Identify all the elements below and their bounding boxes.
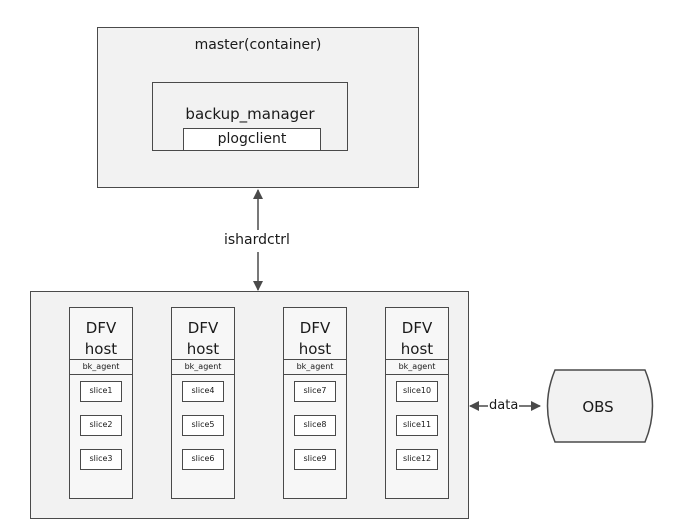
bk-agent-label: bk_agent	[398, 362, 436, 371]
slice-box: slice2	[80, 415, 122, 436]
host-title: DFV host	[84, 319, 118, 358]
slice-box: slice9	[294, 449, 336, 470]
slice-box: slice3	[80, 449, 122, 470]
agent-divider	[386, 359, 448, 360]
slice-box: slice5	[182, 415, 224, 436]
host-title: DFV host	[186, 319, 220, 358]
agent-divider	[386, 374, 448, 375]
plogclient-box	[183, 128, 321, 151]
dfv-host-3: DFV host bk_agent slice7 slice8 slice9	[283, 307, 347, 499]
slice-box: slice10	[396, 381, 438, 402]
slice-box: slice6	[182, 449, 224, 470]
bk-agent-label: bk_agent	[296, 362, 334, 371]
obs-label: OBS	[582, 398, 614, 416]
obs-cylinder	[546, 369, 654, 443]
dfv-host-1: DFV host bk_agent slice1 slice2 slice3	[69, 307, 133, 499]
agent-divider	[172, 374, 234, 375]
agent-divider	[284, 359, 346, 360]
agent-divider	[70, 374, 132, 375]
data-label: data	[488, 398, 520, 413]
slice-box: slice7	[294, 381, 336, 402]
agent-divider	[284, 374, 346, 375]
plogclient-label: plogclient	[217, 131, 287, 147]
ishardctrl-label: ishardctrl	[222, 232, 292, 248]
master-title: master(container)	[194, 37, 322, 53]
host-title: DFV host	[400, 319, 434, 358]
slice-box: slice1	[80, 381, 122, 402]
dfv-host-4: DFV host bk_agent slice10 slice11 slice12	[385, 307, 449, 499]
slice-box: slice4	[182, 381, 224, 402]
agent-divider	[70, 359, 132, 360]
agent-divider	[172, 359, 234, 360]
bk-agent-label: bk_agent	[82, 362, 120, 371]
slice-box: slice12	[396, 449, 438, 470]
slice-box: slice8	[294, 415, 336, 436]
bk-agent-label: bk_agent	[184, 362, 222, 371]
slice-box: slice11	[396, 415, 438, 436]
dfv-host-2: DFV host bk_agent slice4 slice5 slice6	[171, 307, 235, 499]
backup-manager-label: backup_manager	[185, 105, 315, 123]
host-title: DFV host	[298, 319, 332, 358]
